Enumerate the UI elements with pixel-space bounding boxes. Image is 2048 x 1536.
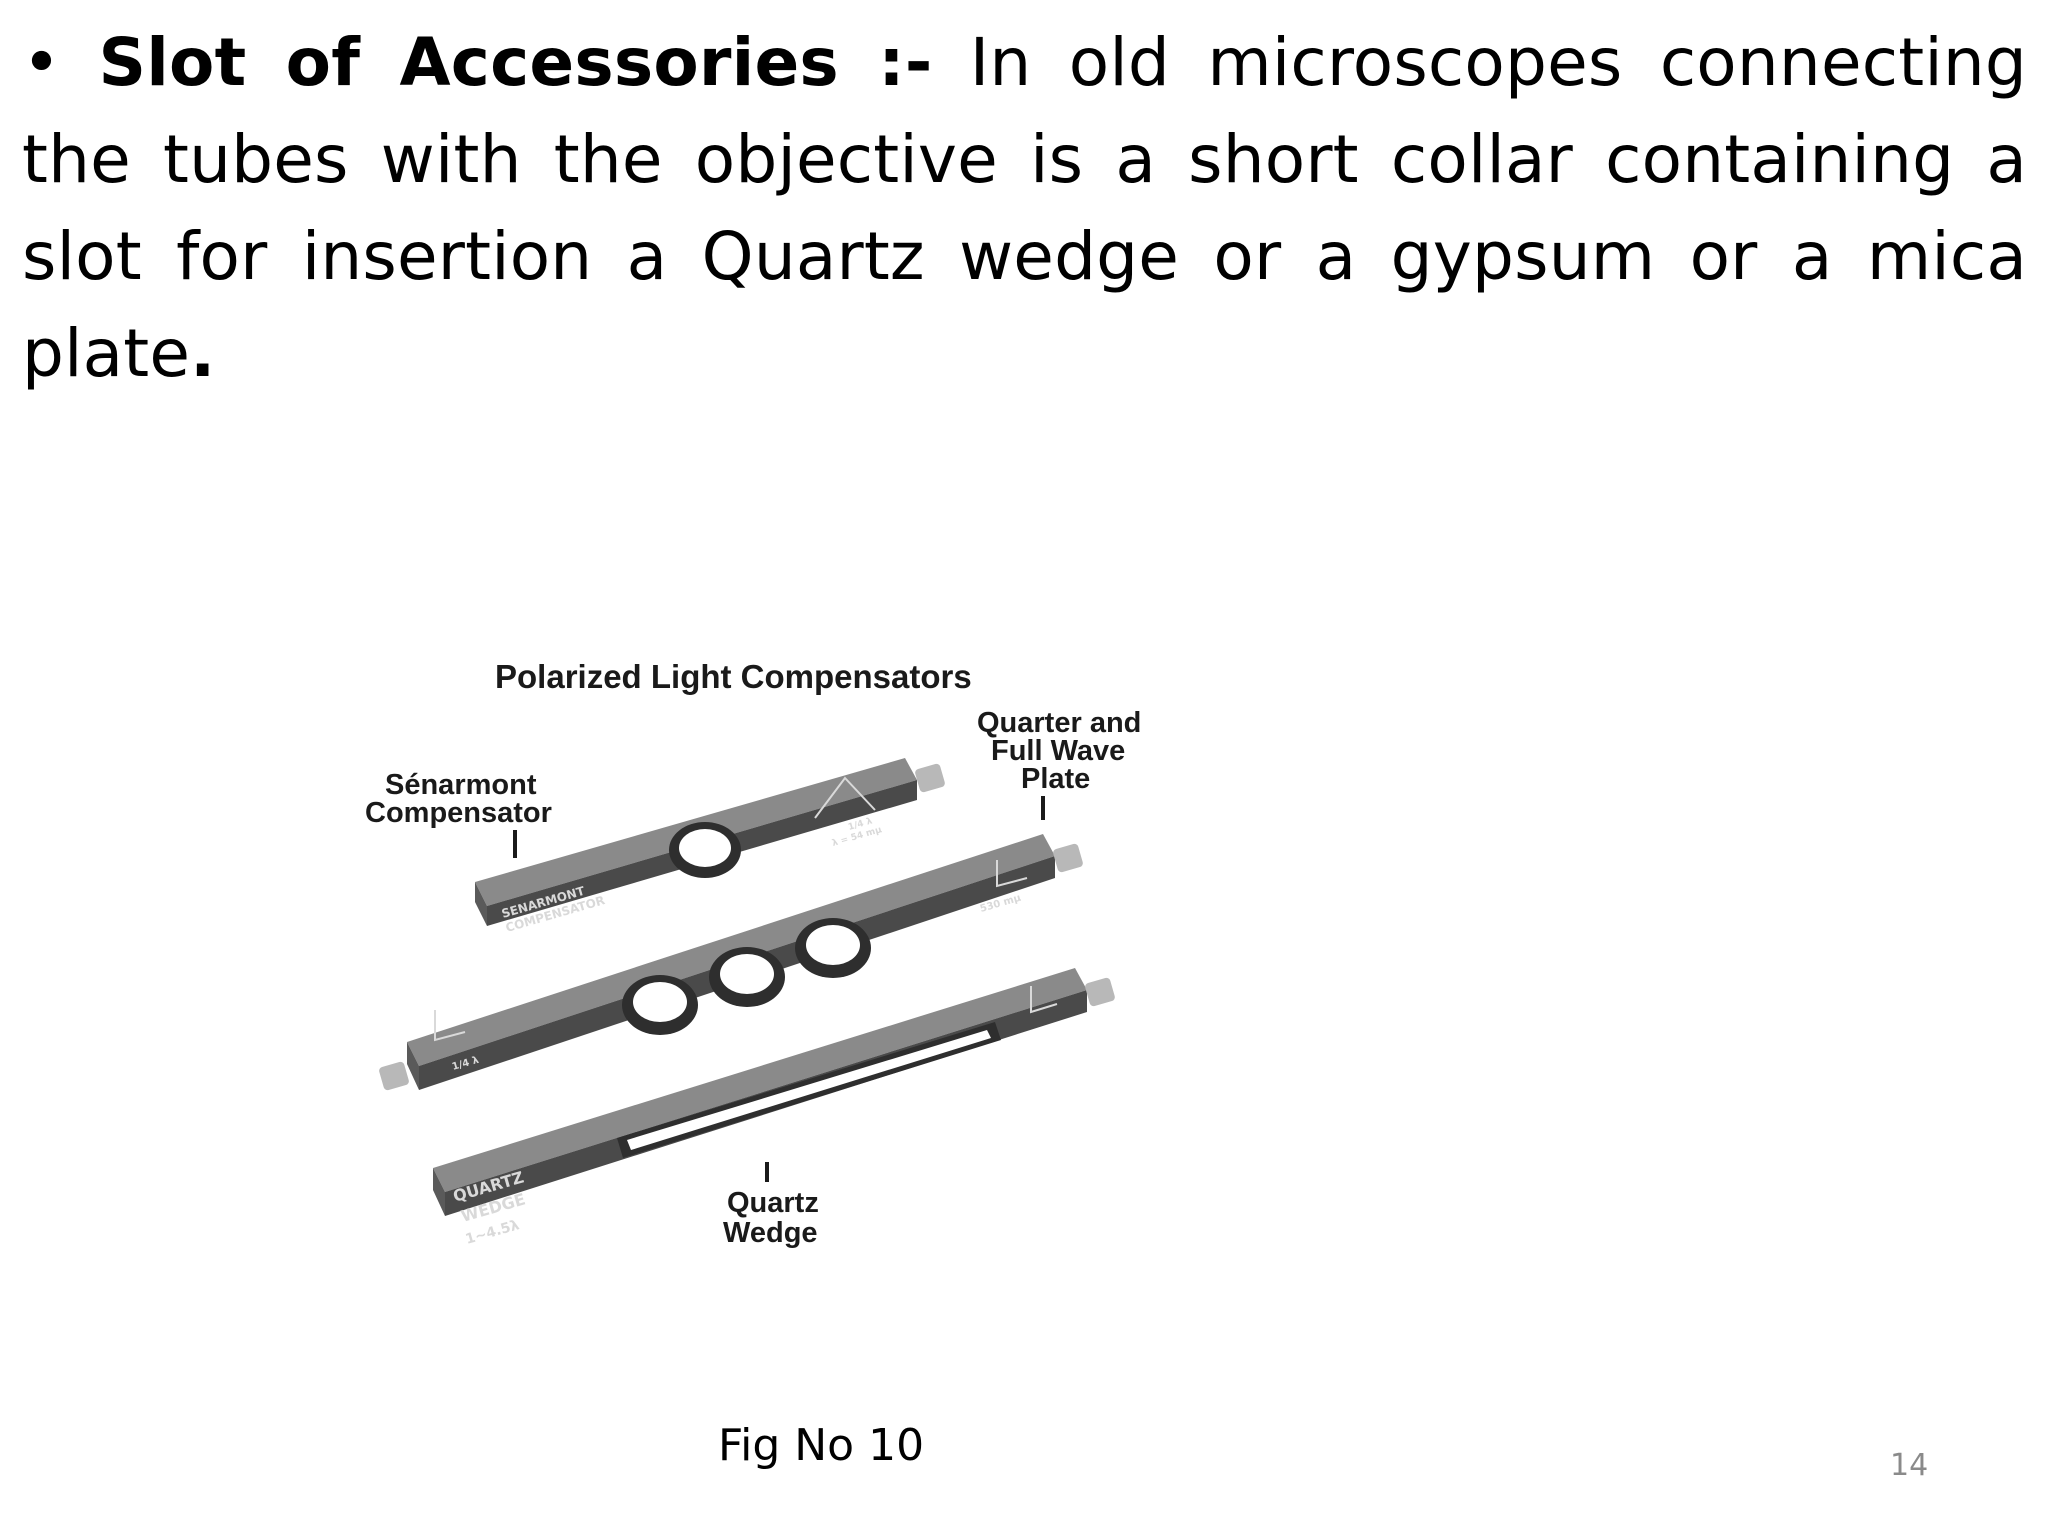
compensators-figure: Polarized Light Compensators Sénarmont C… xyxy=(355,650,1215,1290)
paragraph-body: In old microscopes connecting the tubes … xyxy=(22,24,2027,392)
quarter-label-line1: Quarter and xyxy=(977,707,1141,739)
compensators-illustration: Polarized Light Compensators Sénarmont C… xyxy=(365,658,1141,1249)
quarter-label-line2: Full Wave xyxy=(991,735,1125,767)
wave-plate-slider: 1/4 λ 530 mμ xyxy=(379,834,1083,1091)
quartz-label-line2: Wedge xyxy=(723,1217,818,1249)
quarter-label-line3: Plate xyxy=(1021,763,1090,795)
quartz-label-line1: Quartz xyxy=(727,1187,819,1219)
figure-caption: Fig No 10 xyxy=(718,1420,925,1471)
bullet-paragraph: • Slot of Accessories :- In old microsco… xyxy=(22,14,2027,402)
slide-number: 14 xyxy=(1890,1448,1929,1483)
senarmont-label-line1: Sénarmont xyxy=(385,769,537,801)
paragraph-end-mark: . xyxy=(190,315,216,392)
paragraph-heading: Slot of Accessories :- xyxy=(98,24,933,101)
quartz-wedge-slider: QUARTZ WEDGE 1~4.5λ xyxy=(433,968,1115,1248)
bullet-point: • xyxy=(22,24,62,101)
senarmont-label-line2: Compensator xyxy=(365,797,552,829)
figure-title: Polarized Light Compensators xyxy=(495,658,972,695)
